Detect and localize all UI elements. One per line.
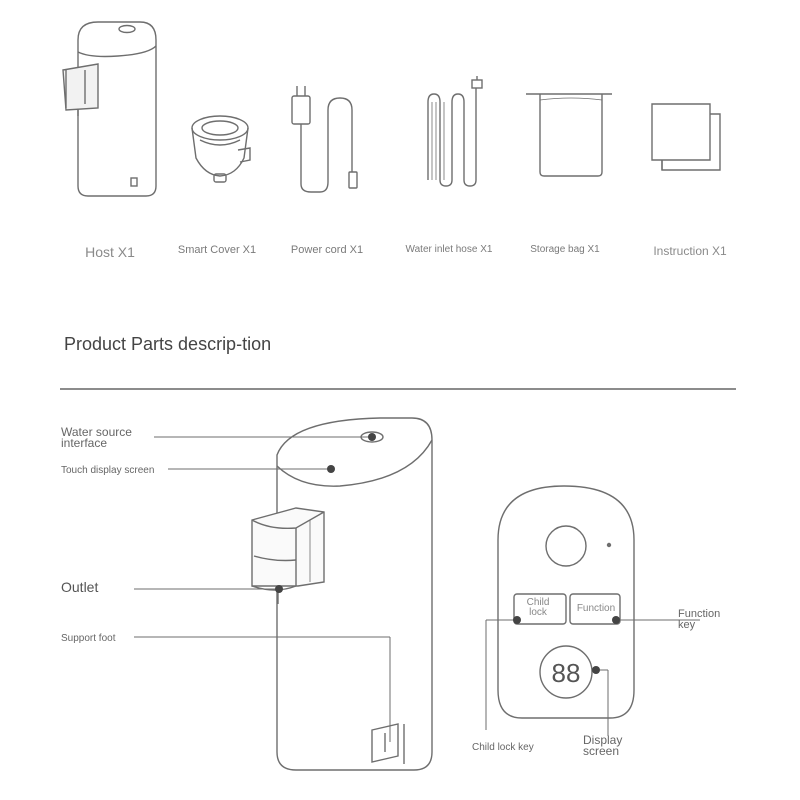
smart-cover-illustration <box>191 115 251 183</box>
water-source-callout: Water source interface <box>61 425 132 450</box>
power-cord-label: Power cord X1 <box>290 244 364 256</box>
storage-bag-illustration <box>526 93 612 177</box>
display-digits: 88 <box>552 658 581 688</box>
host-label: Host X1 <box>85 244 135 260</box>
child-lock-key-callout: Child lock key <box>472 742 534 753</box>
section-title: Product Parts descrip-tion <box>64 334 272 354</box>
smart-cover-label: Smart Cover X1 <box>177 244 257 256</box>
instruction-label: Instruction X1 <box>653 244 727 258</box>
child-lock-button-label: Child lock <box>526 597 550 618</box>
function-button-label: Function <box>576 603 616 614</box>
control-panel-diagram <box>497 485 635 719</box>
touch-display-callout: Touch display screen <box>61 465 155 476</box>
callout-dots <box>275 433 620 674</box>
leader-lines <box>134 436 700 742</box>
device-diagram <box>251 417 433 771</box>
outlet-callout: Outlet <box>61 579 99 595</box>
host-illustration <box>62 21 157 197</box>
function-key-callout: Function key <box>678 608 721 631</box>
support-foot-callout: Support foot <box>61 633 116 644</box>
instruction-illustration <box>651 103 721 171</box>
water-inlet-hose-illustration <box>427 76 483 187</box>
section-divider <box>60 388 736 390</box>
display-screen-callout: Display screen <box>583 733 623 758</box>
water-inlet-hose-label: Water inlet hose X1 <box>405 244 493 255</box>
power-cord-illustration <box>291 86 358 193</box>
storage-bag-label: Storage bag X1 <box>530 244 600 255</box>
